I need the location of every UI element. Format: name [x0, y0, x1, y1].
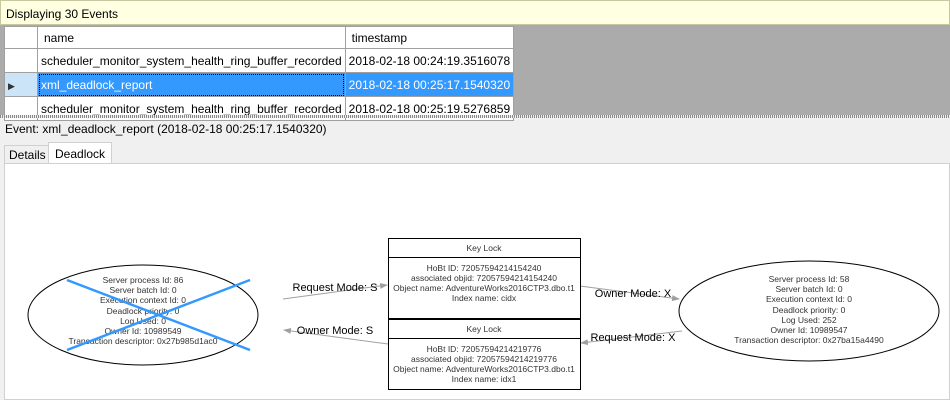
process-line: Deadlock priority: 0 — [107, 306, 180, 316]
process-line: Server process Id: 86 — [103, 275, 184, 285]
row-selector[interactable] — [4, 48, 38, 73]
event-label: Event: xml_deadlock_report (2018-02-18 0… — [5, 122, 327, 136]
process-line: Server batch Id: 0 — [775, 284, 842, 294]
edge-left-owner — [283, 327, 389, 345]
events-count-bar: Displaying 30 Events — [0, 0, 950, 25]
lock-title: Key Lock — [467, 243, 503, 253]
events-grid[interactable]: name timestamp scheduler_monitor_system_… — [4, 26, 515, 121]
process-line: Execution context Id: 0 — [100, 295, 186, 305]
row-selector-header — [4, 26, 38, 49]
process-line: Execution context Id: 0 — [766, 294, 852, 304]
column-header-timestamp[interactable]: timestamp — [344, 26, 515, 49]
lock-line: associated objid: 72057594214219776 — [411, 354, 557, 364]
lock-line: HoBt ID: 72057594214219776 — [427, 344, 542, 354]
key-lock-node-bottom[interactable]: Key Lock HoBt ID: 72057594214219776 asso… — [388, 319, 581, 390]
lock-line: Object name: AdventureWorks2016CTP3.dbo.… — [393, 283, 575, 293]
edge-label-right-request: Request Mode: X — [591, 332, 677, 344]
process-line: Log Used: 252 — [781, 315, 837, 325]
current-row-arrow-icon: ▶ — [8, 80, 15, 91]
row-selector[interactable]: ▶ — [4, 72, 38, 97]
tab-deadlock[interactable]: Deadlock — [48, 142, 113, 164]
events-grid-area: name timestamp scheduler_monitor_system_… — [0, 25, 950, 121]
lock-line: Index name: idx1 — [452, 374, 517, 384]
process-line: Transaction descriptor: 0x27b985d1ac0 — [69, 336, 218, 346]
table-row[interactable]: scheduler_monitor_system_health_ring_buf… — [4, 48, 515, 73]
cell-timestamp[interactable]: 2018-02-18 00:25:17.1540320 — [344, 72, 515, 97]
process-line: Owner Id: 10989549 — [104, 326, 181, 336]
process-line: Deadlock priority: 0 — [773, 305, 846, 315]
edge-right-owner — [579, 285, 680, 302]
process-node-right[interactable]: Server process Id: 58 Server batch Id: 0… — [678, 260, 940, 362]
lock-line: Object name: AdventureWorks2016CTP3.dbo.… — [393, 364, 575, 374]
process-line: Server process Id: 58 — [769, 274, 850, 284]
lock-line: Index name: cidx — [452, 293, 517, 303]
edge-label-left-request: Request Mode: S — [293, 282, 378, 294]
edge-label-left-owner: Owner Mode: S — [297, 325, 373, 337]
key-lock-node-top[interactable]: Key Lock HoBt ID: 72057594214154240 asso… — [388, 238, 581, 319]
cell-name[interactable]: xml_deadlock_report — [37, 72, 346, 97]
process-line: Transaction descriptor: 0x27ba15a4490 — [734, 335, 884, 345]
lock-line: associated objid: 72057594214154240 — [411, 273, 557, 283]
lock-title: Key Lock — [467, 324, 503, 334]
victim-cross-icon — [66, 278, 251, 352]
pane-splitter[interactable] — [0, 115, 950, 118]
process-node-left-victim[interactable]: Server process Id: 86 Server batch Id: 0… — [27, 264, 259, 366]
process-line: Owner Id: 10989547 — [770, 325, 847, 335]
cell-name[interactable]: scheduler_monitor_system_health_ring_buf… — [37, 48, 346, 73]
edge-label-right-owner: Owner Mode: X — [595, 288, 672, 300]
process-line: Server batch Id: 0 — [109, 285, 176, 295]
table-row-selected[interactable]: ▶ xml_deadlock_report 2018-02-18 00:25:1… — [4, 72, 515, 97]
tab-details[interactable]: Details — [4, 145, 51, 163]
edge-right-request — [580, 330, 683, 346]
lock-line: HoBt ID: 72057594214154240 — [427, 263, 542, 273]
cell-timestamp[interactable]: 2018-02-18 00:24:19.3516078 — [344, 48, 515, 73]
edge-left-request — [282, 282, 388, 300]
